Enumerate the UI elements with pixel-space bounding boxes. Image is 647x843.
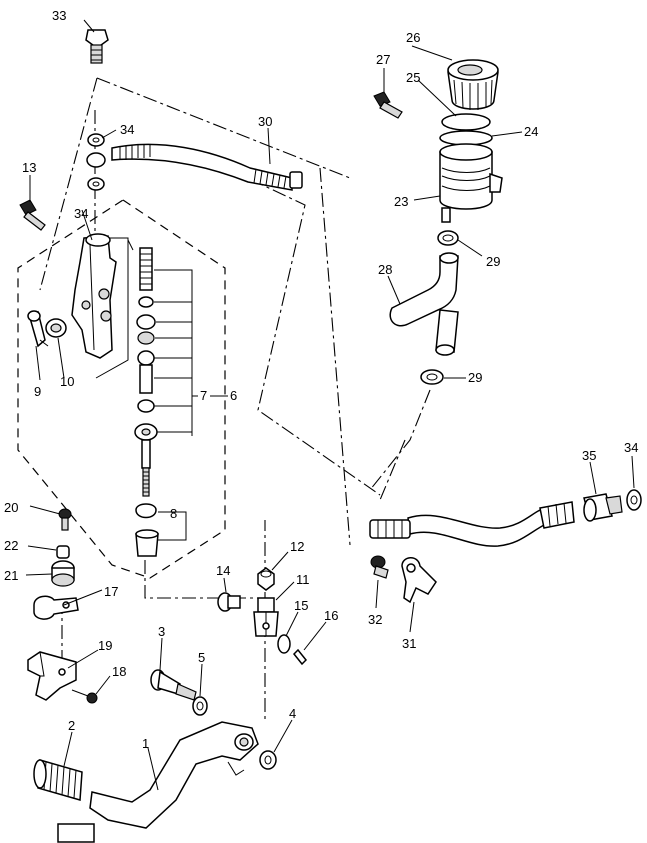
callout-3: 3	[158, 624, 165, 639]
washer-part-34-upper	[87, 133, 105, 147]
callout-6: 6	[230, 388, 237, 403]
nut-part-12	[257, 567, 275, 591]
mounting-bolt-part-13	[19, 199, 46, 231]
callout-26: 26	[406, 30, 420, 45]
callout-14: 14	[216, 563, 230, 578]
master-cylinder-kit-boundary	[17, 199, 226, 579]
callout-30: 30	[258, 114, 272, 129]
diaphragm-part-25	[441, 113, 491, 131]
callout-4: 4	[289, 706, 296, 721]
brake-hose-part-30	[111, 143, 303, 191]
callout-10: 10	[60, 374, 74, 389]
union-fitting-part-35	[583, 493, 623, 522]
callout-31: 31	[402, 636, 416, 651]
callout-34-upper: 34	[120, 122, 134, 137]
callout-29-lower: 29	[468, 370, 482, 385]
callout-23: 23	[394, 194, 408, 209]
washer-part-5	[192, 696, 208, 716]
callout-35: 35	[582, 448, 596, 463]
callout-33: 33	[52, 8, 66, 23]
callout-2: 2	[68, 718, 75, 733]
callout-7: 7	[200, 388, 207, 403]
callout-25: 25	[406, 70, 420, 85]
clamp-part-17	[33, 595, 79, 620]
hose-clamp-part-31	[401, 557, 437, 604]
callout-34-middle: 34	[74, 206, 88, 221]
callout-1: 1	[142, 736, 149, 751]
reservoir-cap-part-26	[447, 59, 499, 110]
bushing-part-21	[51, 560, 75, 587]
washer-part-4	[259, 750, 277, 770]
bracket-part-8	[158, 511, 187, 541]
washer-part-34-lower	[87, 177, 105, 191]
pivot-bolt-part-3	[150, 669, 197, 701]
callout-11: 11	[296, 572, 310, 587]
bolt-part-27	[373, 91, 403, 119]
plate-part-24	[439, 130, 493, 146]
callout-13: 13	[22, 160, 36, 175]
collar-part-22	[56, 545, 70, 559]
callout-29-upper: 29	[486, 254, 500, 269]
brake-pedal-part-1	[57, 721, 259, 843]
hose-clamp-part-29-lower	[420, 369, 444, 385]
washer-part-15	[277, 634, 291, 654]
callout-27: 27	[376, 52, 390, 67]
piston-kit-components	[134, 247, 159, 557]
brake-hose-lower	[369, 501, 575, 547]
callout-18: 18	[112, 664, 126, 679]
cotter-pin-part-16	[292, 648, 308, 666]
callout-34-right: 34	[624, 440, 638, 455]
banjo-bolt-part-33	[85, 29, 109, 64]
callout-20: 20	[4, 500, 18, 515]
callout-16: 16	[324, 608, 338, 623]
callout-21: 21	[4, 568, 18, 583]
callout-9: 9	[34, 384, 41, 399]
callout-12: 12	[290, 539, 304, 554]
callout-28: 28	[378, 262, 392, 277]
footrest-rubber-part-2	[33, 759, 83, 801]
pushrod-joint-part-9	[27, 310, 49, 348]
bolt-part-20	[58, 508, 72, 531]
pin-part-14	[217, 592, 241, 612]
callout-leaders	[25, 19, 635, 791]
banjo-fitting-part-34	[86, 152, 106, 168]
reservoir-hose-part-28	[389, 252, 459, 356]
hose-clamp-part-29-upper	[437, 230, 459, 246]
bolt-part-18	[71, 689, 98, 704]
fitting-part-10	[45, 318, 67, 338]
callout-15: 15	[294, 598, 308, 613]
callout-32: 32	[368, 612, 382, 627]
reservoir-tank-part-23	[439, 143, 503, 223]
callout-8: 8	[170, 506, 177, 521]
callout-5: 5	[198, 650, 205, 665]
callout-17: 17	[104, 584, 118, 599]
clevis-part-11	[253, 597, 279, 637]
bolt-part-32	[370, 555, 389, 579]
bracket-part-19	[27, 651, 77, 701]
callout-labels: 33 34 13 34 30 9 10 7 6 8 20 22 21 17 19…	[4, 8, 638, 751]
bracket-part-7	[154, 269, 198, 436]
callout-19: 19	[98, 638, 112, 653]
callout-22: 22	[4, 538, 18, 553]
master-cylinder-body	[71, 233, 134, 379]
washer-part-34-right	[626, 489, 642, 511]
callout-24: 24	[524, 124, 538, 139]
